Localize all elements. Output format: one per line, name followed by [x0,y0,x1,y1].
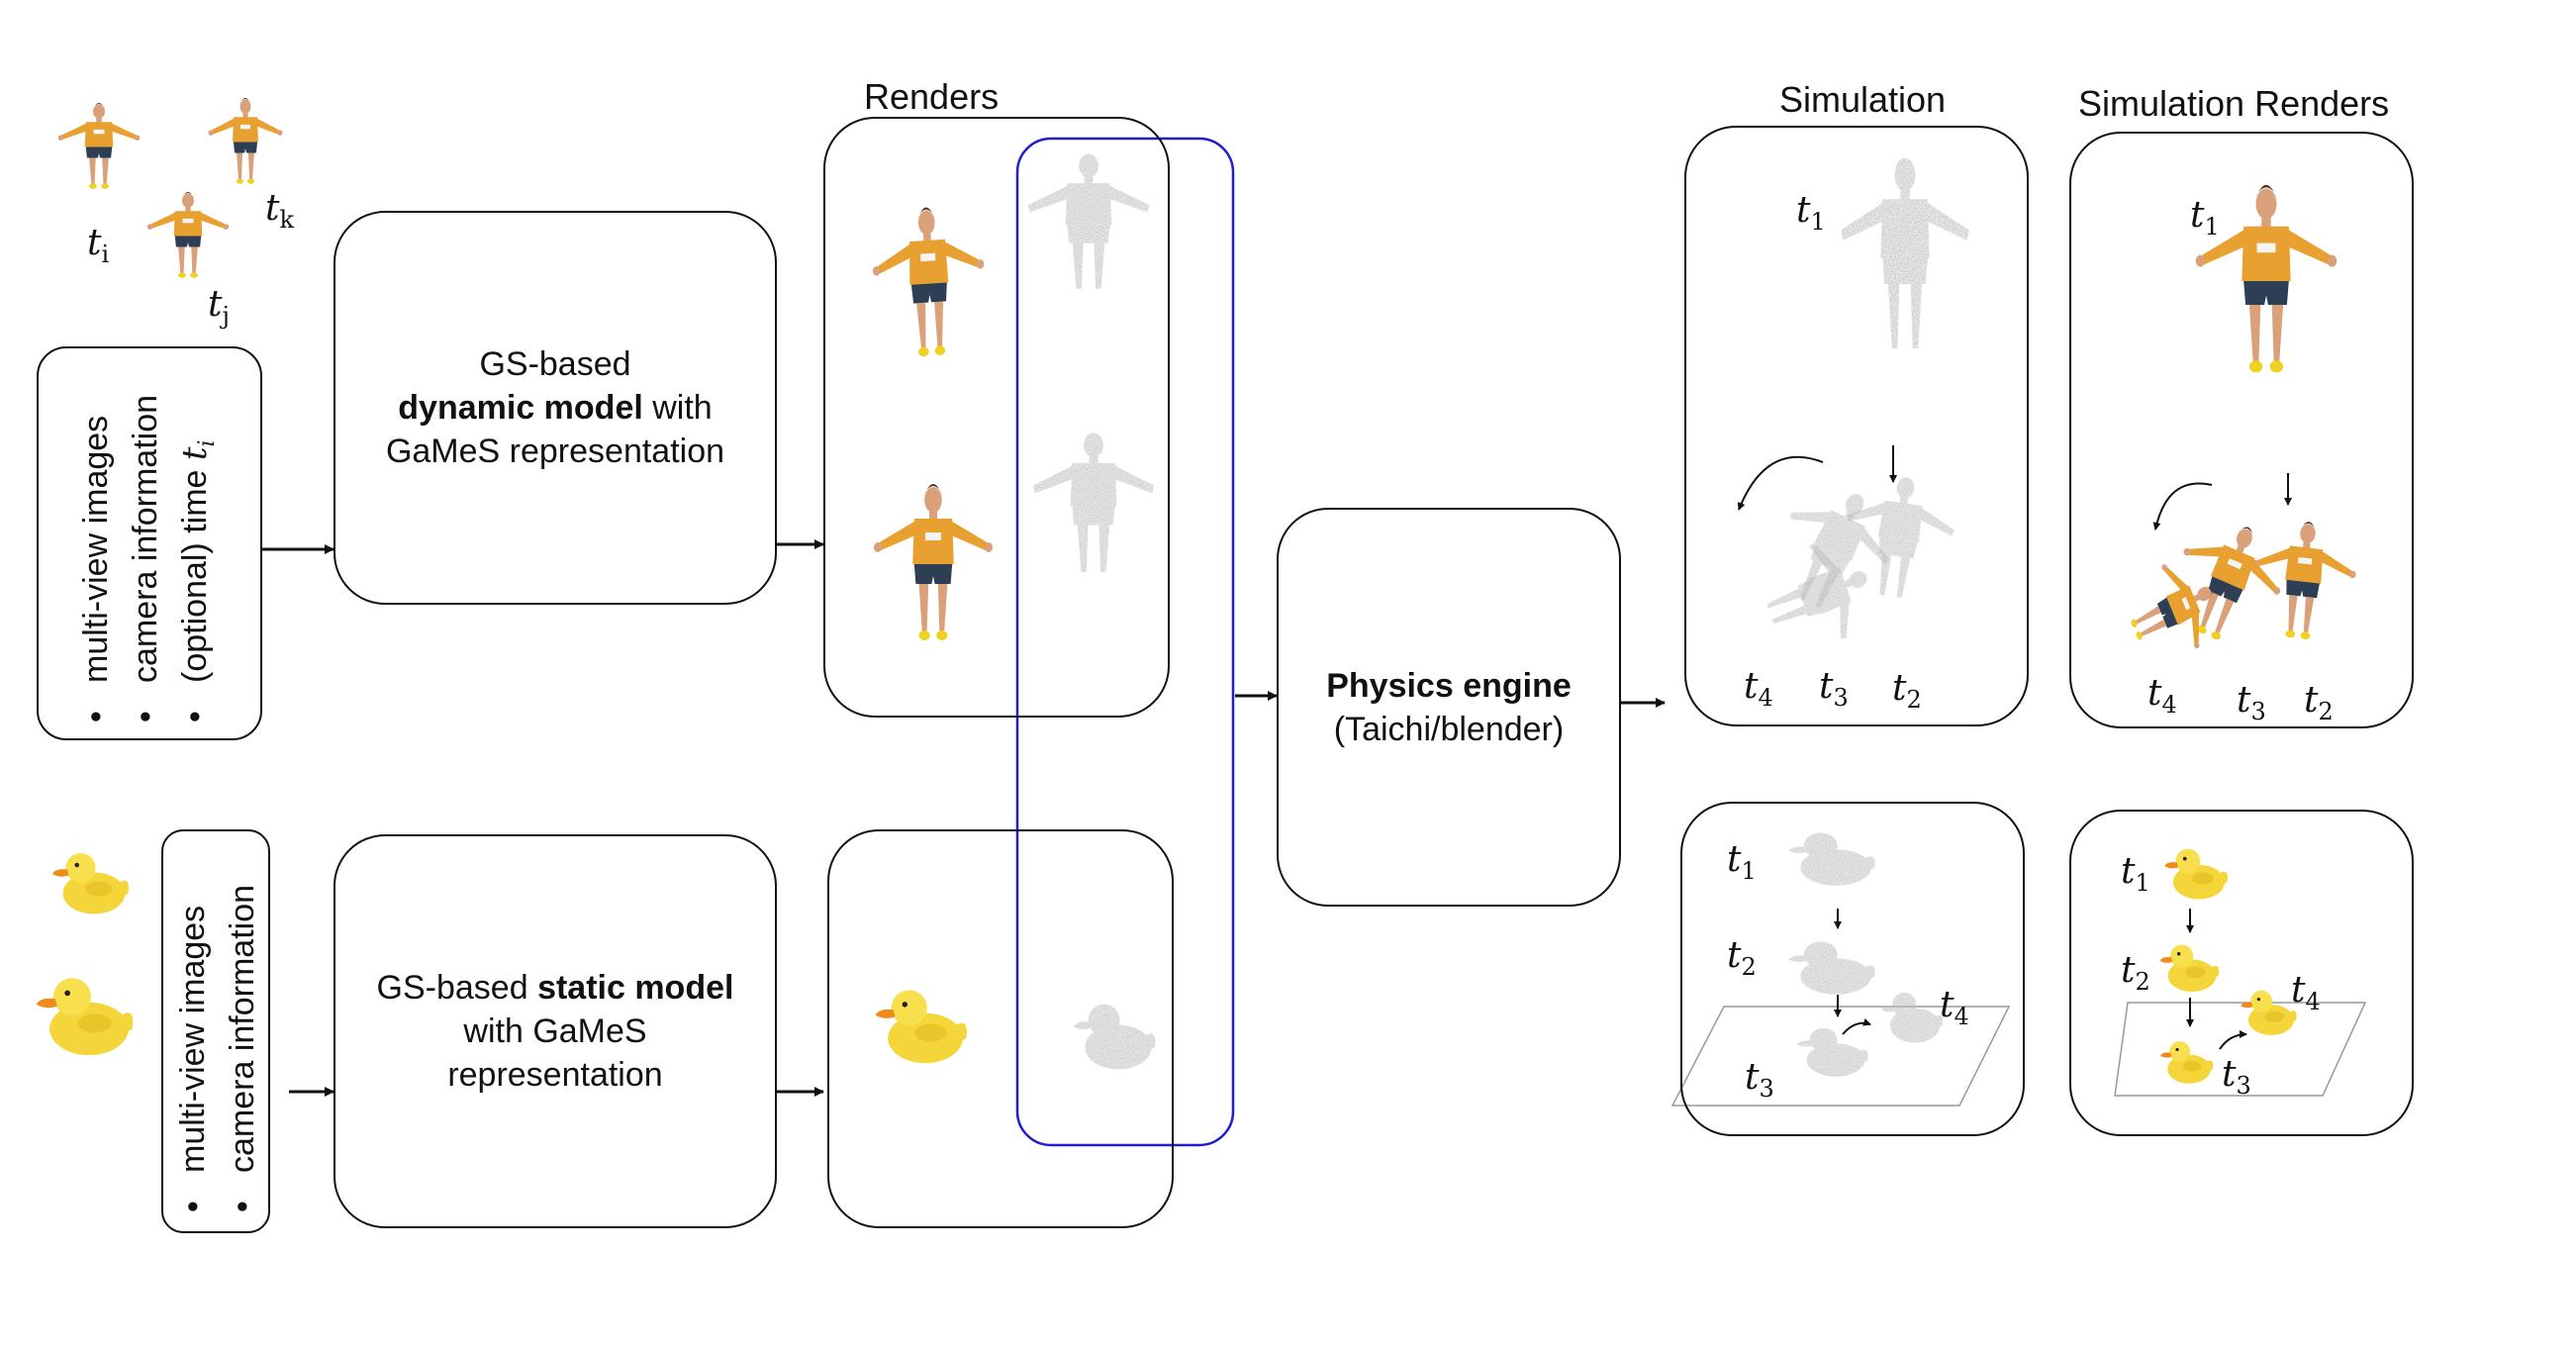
renders-heading: Renders [864,76,1000,117]
static-model-line3: representation [447,1056,663,1094]
static-input-item-1: multi-view images [168,885,218,1212]
renders-static-box [827,829,1174,1228]
sim-human-label-t4: t4 [1744,666,1773,713]
simrender-human-label-t3: t3 [2237,680,2266,726]
time-label-tj: tj [208,284,230,331]
simrender-human-rotate-arrow [2152,482,2213,530]
static-model-line1: GS-based static model [376,969,734,1007]
static-model-line2: with GaMeS [463,1012,647,1050]
simrender-duck-label-t3: t3 [2222,1054,2251,1101]
static-input-list: multi-view images camera information [168,885,267,1212]
human-thumbnail-ti [57,102,141,189]
simrender-duck-rotate-arrow [2219,1030,2247,1050]
sim-duck-label-t1: t1 [1727,839,1757,886]
physics-engine-title: Physics engine [1326,666,1572,705]
dynamic-input-item-3: (optional) time ti [170,395,233,723]
sim-human-label-t2: t2 [1892,668,1922,715]
simulation-heading: Simulation [1779,79,1947,120]
dynamic-model-box: GS-based dynamic model with GaMeS repres… [334,211,777,605]
simrender-human-label-t1: t1 [2190,195,2220,241]
physics-engine-box: Physics engine (Taichi/blender) [1277,508,1621,907]
simrender-duck-label-t4: t4 [2291,970,2321,1016]
sim-human-label-t3: t3 [1819,666,1849,713]
dynamic-model-line2: dynamic model with [398,389,713,427]
simrender-human-label-t2: t2 [2304,680,2334,726]
simrender-duck-label-t2: t2 [2121,950,2150,997]
sim-duck-label-t2: t2 [1727,935,1757,982]
simulation-duck-box [1680,802,2025,1136]
sim-duck-label-t3: t3 [1745,1057,1774,1104]
sim-duck-label-t4: t4 [1940,985,1969,1031]
simulation-human-box [1684,126,2029,726]
human-thumbnail-tj [146,191,230,278]
duck-thumbnail-small [52,853,129,915]
sim-duck-rotate-arrow [1842,1017,1871,1035]
time-label-ti: ti [87,223,110,269]
human-thumbnail-tk [208,97,283,184]
physics-engine-subtitle: (Taichi/blender) [1333,710,1565,748]
sim-human-rotate-arrow [1737,455,1824,511]
renders-dynamic-box [823,117,1170,718]
simrender-duck-label-t1: t1 [2121,851,2150,898]
simulation-renders-heading: Simulation Renders [2078,83,2390,124]
dynamic-input-item-1: multi-view images [71,395,121,723]
dynamic-input-item-2: camera information [121,395,170,723]
simrender-duck-ground-plane [2114,1002,2367,1097]
duck-thumbnail-large [36,978,134,1056]
static-model-box: GS-based static model with GaMeS represe… [334,834,777,1228]
dynamic-model-line1: GS-based [479,345,631,383]
dynamic-model-line3: GaMeS representation [385,433,725,470]
simulation-renders-human-box [2069,132,2414,728]
static-input-item-2: camera information [218,885,267,1212]
simrender-human-label-t4: t4 [2147,673,2177,720]
simulation-renders-duck-box [2069,810,2414,1136]
sim-human-label-t1: t1 [1796,190,1826,237]
time-label-tk: tk [265,188,295,235]
dynamic-input-list: multi-view images camera information (op… [71,395,233,723]
